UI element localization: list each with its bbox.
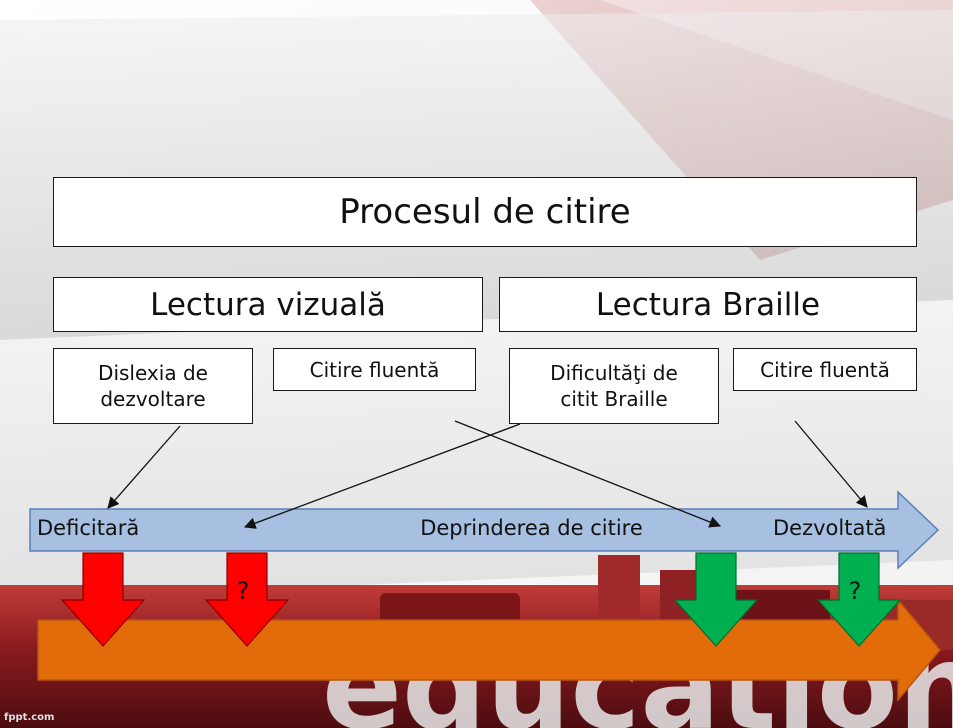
leaf-line: dezvoltare <box>100 387 206 411</box>
connector-braille-difficulty-to-deficient <box>243 423 521 529</box>
leaf-line: citit Braille <box>560 387 668 411</box>
question-mark-red: ? <box>236 577 250 605</box>
leaf-box-fluent-braille: Citire fluentă <box>733 348 917 391</box>
leaf-box-dyslexia: Dislexia de dezvoltare <box>53 348 253 424</box>
leaf-line: Citire fluentă <box>309 357 440 382</box>
leaf-box-braille-difficulty: Dificultăţi de citit Braille <box>509 348 719 424</box>
red-down-arrow-2 <box>204 552 290 647</box>
connector-fluent-braille-to-developed <box>794 420 868 508</box>
leaf-line: Dificultăţi de <box>550 361 678 385</box>
branch-label-braille: Lectura Braille <box>595 286 821 323</box>
site-watermark: fppt.com <box>4 712 55 723</box>
bottom-orange-arrow <box>37 597 941 703</box>
axis-label-developed: Dezvoltată <box>773 516 887 540</box>
leaf-line: Citire fluentă <box>760 357 890 382</box>
title-text: Procesul de citire <box>339 192 631 232</box>
question-mark-green: ? <box>848 577 862 605</box>
leaf-box-fluent-visual: Citire fluentă <box>273 348 476 391</box>
axis-label-skill: Deprinderea de citire <box>420 516 643 540</box>
red-down-arrow-1 <box>60 552 146 647</box>
branch-box-braille: Lectura Braille <box>499 277 917 332</box>
branch-label-visual: Lectura vizuală <box>150 286 386 323</box>
leaf-line: Dislexia de <box>98 361 208 385</box>
axis-label-deficient: Deficitară <box>37 516 140 540</box>
green-down-arrow-1 <box>673 552 759 647</box>
grey-band-shape <box>0 10 953 340</box>
connector-dyslexia-to-deficient <box>107 425 181 509</box>
green-down-arrow-2 <box>816 552 902 647</box>
skill-axis-arrow <box>29 490 940 570</box>
connector-fluent-visual-to-developed <box>454 420 722 528</box>
branch-box-visual: Lectura vizuală <box>53 277 483 332</box>
title-box: Procesul de citire <box>53 177 917 247</box>
